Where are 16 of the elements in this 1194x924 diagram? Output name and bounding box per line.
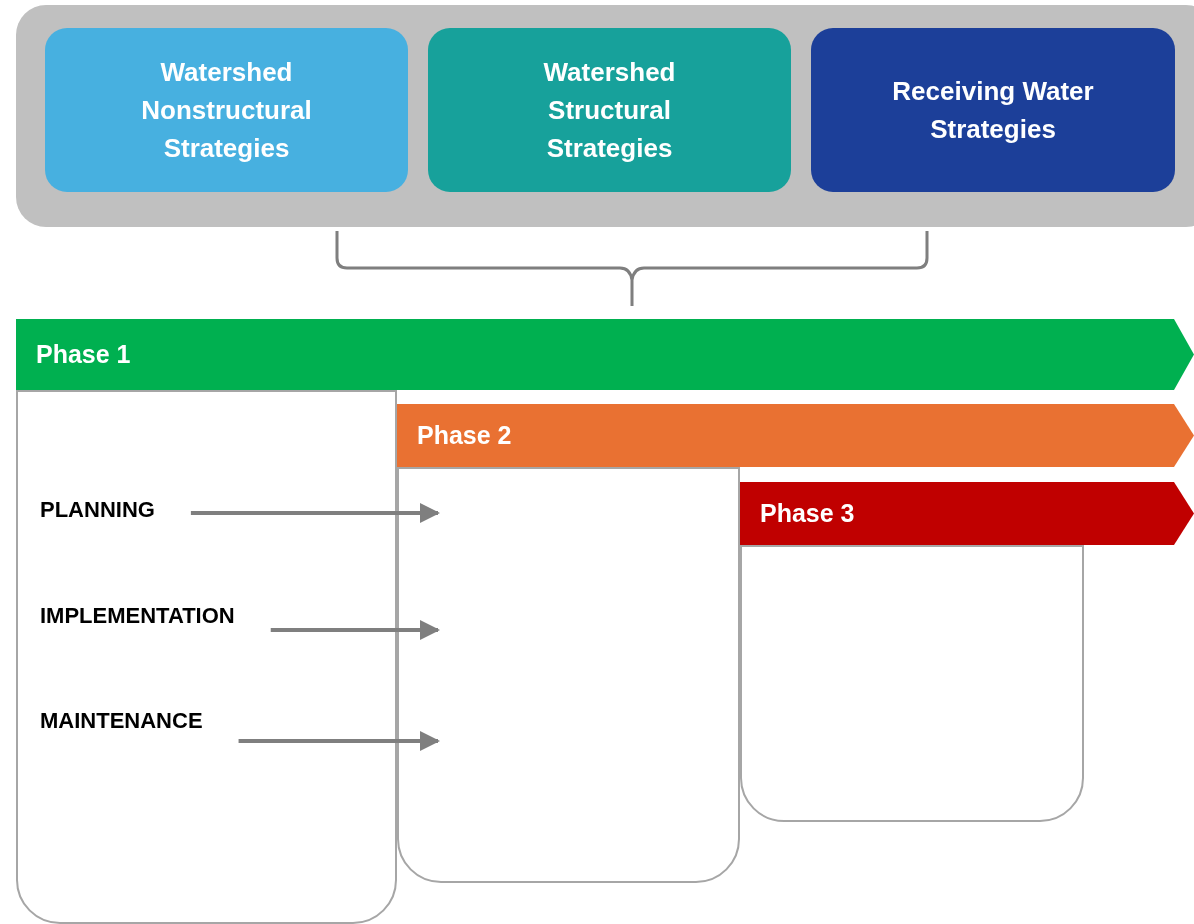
phase-box (16, 390, 397, 924)
strategy-box: Receiving Water Strategies (811, 28, 1175, 192)
strategy-box: Watershed Nonstructural Strategies (45, 28, 408, 192)
phase-band: Phase 3 (740, 482, 1194, 545)
arrow (270, 620, 440, 640)
arrow (190, 503, 440, 523)
strategy-box: Watershed Structural Strategies (428, 28, 791, 192)
stage-label: PLANNING (40, 497, 316, 523)
phase-band: Phase 2 (397, 404, 1194, 467)
phase-band: Phase 1 (16, 319, 1194, 390)
arrow (238, 731, 440, 751)
phase-box (397, 467, 740, 883)
stage-label: IMPLEMENTATION (40, 603, 316, 629)
stage-label: MAINTENANCE (40, 708, 316, 734)
panel-background (16, 5, 1194, 227)
phase-box (740, 545, 1084, 822)
